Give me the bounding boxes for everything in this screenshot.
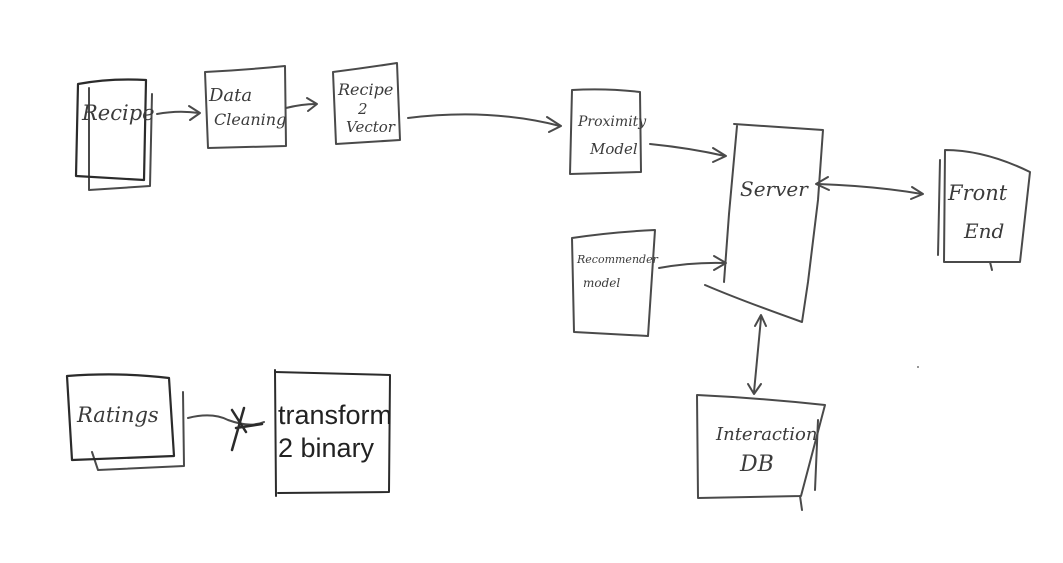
front-end-node: Front End bbox=[937, 149, 1031, 271]
transform-binary-label-2: 2 binary bbox=[278, 433, 375, 463]
ratings-label: Ratings bbox=[76, 403, 159, 427]
interaction-db-node: Interaction DB bbox=[696, 394, 826, 511]
data-cleaning-label-2: Cleaning bbox=[214, 110, 286, 129]
arrow-ratings-to-transform bbox=[187, 406, 265, 452]
proximity-model-node: Proximity Model bbox=[569, 88, 647, 175]
arrow-server-db bbox=[747, 314, 767, 395]
transform-binary-label-1: transform bbox=[278, 400, 392, 430]
recipe2vector-node: Recipe 2 Vector bbox=[332, 62, 401, 145]
server-label: Server bbox=[740, 177, 809, 201]
arrow-proximity-to-server bbox=[649, 143, 727, 163]
proximity-model-label-2: Model bbox=[589, 140, 638, 158]
recipe-node: Recipe bbox=[74, 78, 155, 191]
stray-dot bbox=[917, 366, 919, 368]
recipe-label: Recipe bbox=[81, 101, 155, 125]
recommender-model-node: Recommender model bbox=[571, 229, 659, 337]
proximity-model-label-1: Proximity bbox=[577, 114, 647, 130]
server-node: Server bbox=[704, 123, 824, 323]
arrow-server-frontend bbox=[815, 176, 924, 200]
recipe2vector-label-2: 2 bbox=[357, 100, 368, 118]
arrow-recipe-to-cleaning bbox=[156, 105, 201, 121]
recipe2vector-label-1: Recipe bbox=[337, 80, 393, 99]
front-end-label-2: End bbox=[963, 219, 1004, 243]
arrow-vector-to-proximity bbox=[407, 113, 562, 133]
interaction-db-label-2: DB bbox=[739, 452, 774, 477]
transform-binary-node: transform 2 binary bbox=[274, 369, 392, 497]
recipe2vector-label-3: Vector bbox=[346, 118, 396, 136]
arrow-cleaning-to-vector bbox=[285, 97, 318, 112]
interaction-db-label-1: Interaction bbox=[715, 424, 817, 445]
arrow-recommender-to-server bbox=[658, 255, 727, 271]
recommender-model-label-2: model bbox=[583, 276, 620, 290]
data-cleaning-label-1: Data bbox=[208, 85, 252, 106]
front-end-label-1: Front bbox=[947, 181, 1008, 205]
ratings-node: Ratings bbox=[65, 373, 185, 471]
recommender-model-label-1: Recommender bbox=[576, 253, 659, 266]
data-cleaning-node: Data Cleaning bbox=[204, 65, 287, 149]
